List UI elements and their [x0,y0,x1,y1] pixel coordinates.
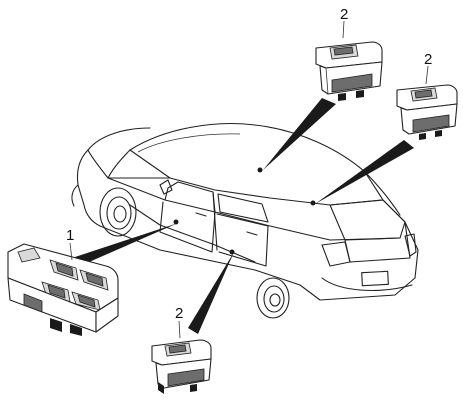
location-dot-rear-left [229,249,235,255]
leader-front-passenger [263,98,336,170]
leader-arrows [72,98,414,334]
leader-rear-left [188,252,234,334]
switch-rear-left [151,339,212,394]
switch-rear-right [396,84,458,140]
switch-front-passenger [315,41,383,101]
car-illustration [71,123,419,319]
callout-front-passenger: 2 [340,6,348,23]
callout-rear-right: 2 [424,51,432,68]
leader-driver [72,223,178,266]
callout-rear-left: 2 [175,305,183,322]
switch-main-driver [7,243,119,336]
location-dot-front-right [257,167,263,173]
callout-main-switch: 1 [66,227,74,244]
location-dot-rear-right [310,200,316,206]
leader-rear-right [315,140,414,204]
